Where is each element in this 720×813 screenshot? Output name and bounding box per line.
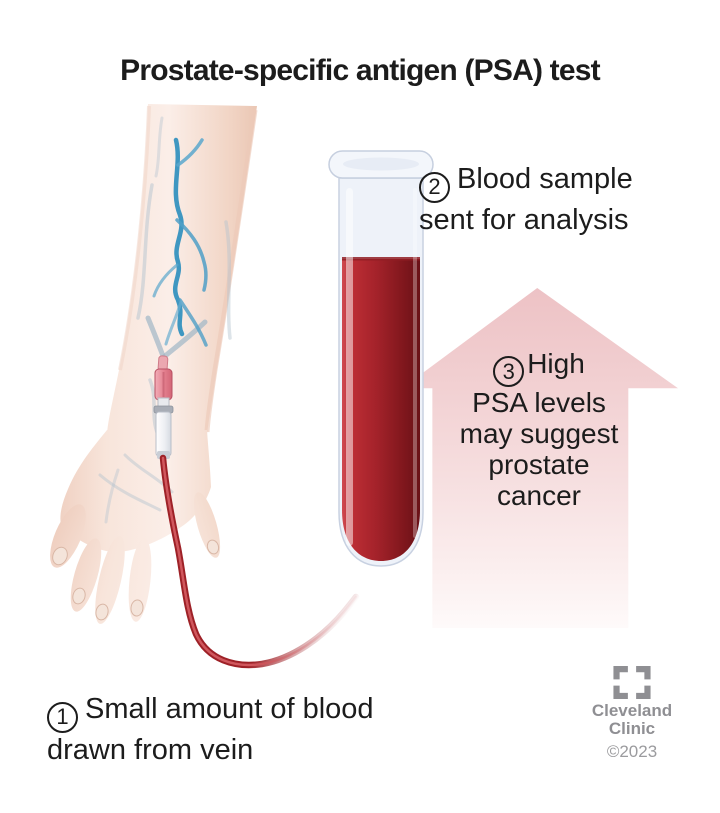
org-name-line2: Clinic [608, 719, 656, 738]
step-3-first-word: High [527, 348, 585, 379]
test-tube-illustration [328, 150, 434, 567]
blue-veins [152, 137, 208, 347]
gray-veins [98, 116, 232, 524]
step-1-number-badge: 1 [47, 701, 78, 733]
forearm-shape [107, 104, 258, 434]
step-1-line2: drawn from vein [47, 733, 254, 766]
step-2-number-badge: 2 [419, 171, 450, 203]
cleveland-clinic-logo-icon [613, 666, 651, 699]
step-3-line5: cancer [496, 480, 582, 511]
step-2-line2: sent for analysis [419, 203, 629, 236]
arm-illustration [50, 104, 360, 669]
footer-attribution: Cleveland Clinic ©2023 [570, 666, 694, 762]
step-1-line1: Small amount of blood [85, 693, 374, 725]
blood-sample [342, 259, 420, 561]
hand-shape [50, 430, 221, 624]
step-2-line1: Blood sample [457, 163, 633, 195]
step-3-line3: may suggest [459, 418, 619, 449]
step-3-number-badge: 3 [493, 356, 525, 387]
blood-tube-line [159, 454, 360, 669]
fingernails [52, 539, 220, 621]
step-3-line2: PSA levels [472, 387, 606, 418]
needle-illustration [153, 355, 174, 459]
copyright-text: ©2023 [606, 742, 658, 761]
org-name-line1: Cleveland [591, 701, 673, 720]
page-title: Prostate-specific antigen (PSA) test [120, 54, 600, 87]
step-3-line4: prostate [488, 449, 590, 480]
